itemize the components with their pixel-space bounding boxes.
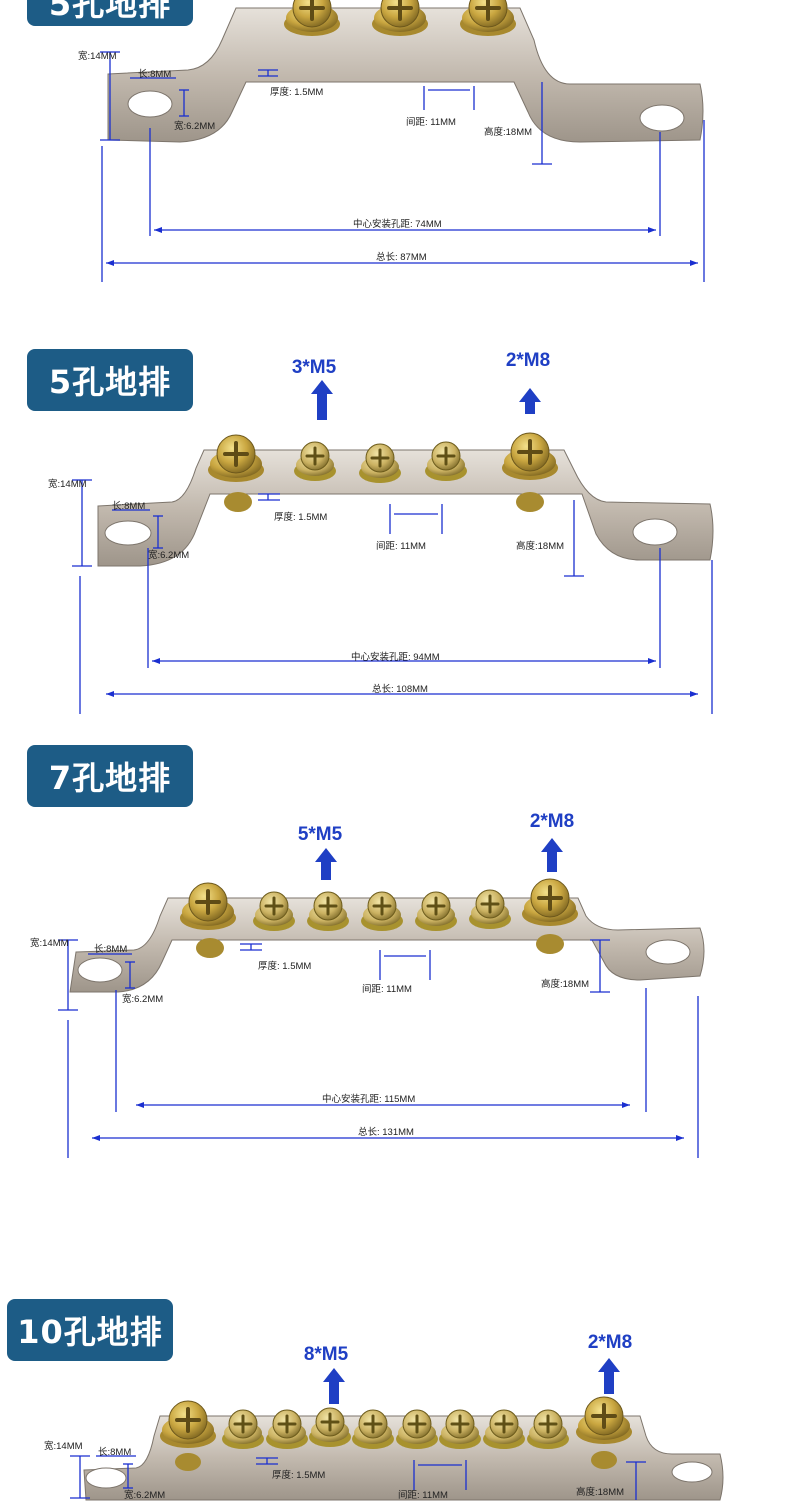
section-2-title: 5孔地排: [27, 349, 193, 411]
s1-width-label: 宽:14MM: [78, 51, 117, 62]
s3-hole-width-label: 宽:6.2MM: [122, 994, 164, 1005]
s2-width-label: 宽:14MM: [48, 479, 87, 490]
s1-total-label: 总长: 87MM: [376, 252, 427, 263]
section-3-drawing: [58, 838, 705, 1158]
s4-height-label: 高度:18MM: [576, 1487, 625, 1498]
s3-center-label: 中心安装孔距: 115MM: [322, 1094, 416, 1105]
s4-hole-width-label: 宽:6.2MM: [124, 1490, 166, 1501]
screw-2-1: [206, 433, 266, 484]
screw-1-3: [458, 0, 518, 38]
arrow-4-small: [323, 1368, 345, 1404]
screw-1-1: [282, 0, 342, 38]
mount-hole-4a: [85, 1467, 127, 1489]
s1-thickness-label: 厚度: 1.5MM: [270, 87, 324, 98]
s3-hole-length-label: 长:8MM: [94, 944, 128, 955]
arrow-3-small: [315, 848, 337, 880]
mount-hole-3b: [645, 939, 691, 965]
mount-hole-3a: [77, 957, 123, 983]
arrow-4-large: [598, 1358, 620, 1394]
s4-width-label: 宽:14MM: [44, 1441, 83, 1452]
s4-arrow-large-label: 2*M8: [587, 1332, 633, 1353]
s2-hole-length-label: 长:8MM: [112, 501, 146, 512]
mount-hole-1b: [639, 104, 685, 132]
mount-hole-1a: [127, 90, 173, 118]
s3-spacing-label: 间距: 11MM: [362, 984, 412, 995]
s4-thickness-label: 厚度: 1.5MM: [272, 1470, 326, 1481]
screw-4-4: [307, 1406, 353, 1449]
s1-hole-length-label: 长:8MM: [138, 69, 172, 80]
s2-thickness-label: 厚度: 1.5MM: [274, 512, 328, 523]
s1-center-label: 中心安装孔距: 74MM: [353, 219, 442, 230]
mount-hole-2a: [104, 520, 152, 546]
section-1-drawing: [100, 0, 705, 282]
s3-height-label: 高度:18MM: [541, 979, 590, 990]
s2-hole-width-label: 宽:6.2MM: [148, 550, 190, 561]
mount-hole-2b: [632, 518, 678, 546]
s1-height-label: 高度:18MM: [484, 127, 533, 138]
section-2-drawing: [72, 380, 714, 714]
s1-hole-width-label: 宽:6.2MM: [174, 121, 216, 132]
screw-1-2: [370, 0, 430, 38]
s1-spacing-label: 间距: 11MM: [406, 117, 456, 128]
arrow-3-large: [541, 838, 563, 872]
screw-3-1: [178, 881, 238, 932]
s2-center-label: 中心安装孔距: 94MM: [351, 652, 440, 663]
s2-arrow-large-label: 2*M8: [505, 350, 551, 371]
s3-total-label: 总长: 131MM: [358, 1127, 414, 1138]
section-4-title: 10孔地排: [7, 1299, 173, 1361]
section-3-title: 7孔地排: [27, 745, 193, 807]
s4-arrow-small-label: 8*M5: [303, 1344, 349, 1365]
s3-arrow-large-label: 2*M8: [529, 811, 575, 832]
screw-3-7: [520, 877, 580, 928]
s2-total-label: 总长: 108MM: [372, 684, 428, 695]
s4-spacing-label: 间距: 11MM: [398, 1490, 448, 1501]
s3-width-label: 宽:14MM: [30, 938, 69, 949]
arrow-2-large: [519, 388, 541, 414]
screw-4-1: [158, 1399, 218, 1450]
s4-hole-length-label: 长:8MM: [98, 1447, 132, 1458]
screw-4-10: [574, 1395, 634, 1446]
screw-2-4: [423, 440, 469, 483]
arrow-2-small: [311, 380, 333, 420]
mount-hole-4b: [671, 1461, 713, 1483]
section-1-title: 5孔地排: [27, 0, 193, 26]
screw-2-5: [500, 431, 560, 482]
s2-spacing-label: 间距: 11MM: [376, 541, 426, 552]
busbar-1: [107, 7, 704, 143]
screw-2-2: [292, 440, 338, 483]
s3-thickness-label: 厚度: 1.5MM: [258, 961, 312, 972]
s2-height-label: 高度:18MM: [516, 541, 565, 552]
screw-3-6: [467, 888, 513, 931]
s2-arrow-small-label: 3*M5: [291, 357, 337, 378]
s3-arrow-small-label: 5*M5: [297, 824, 343, 845]
section-4-drawing: [70, 1358, 724, 1501]
